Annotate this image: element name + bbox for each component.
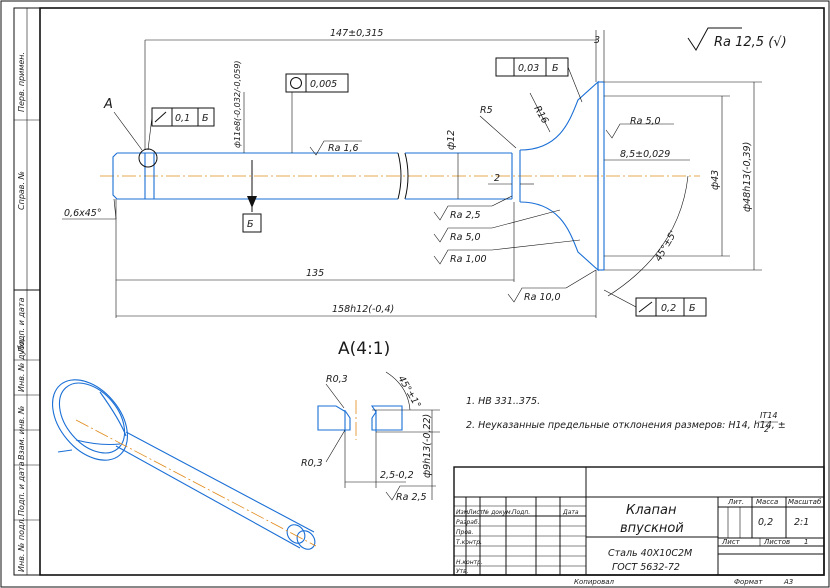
ra-2-5: Ra 2,5: [450, 210, 481, 221]
runout-datum: Б: [689, 303, 696, 314]
sheets-count: 1: [804, 538, 808, 546]
role-2: Т.контр.: [456, 539, 482, 546]
strip-label-0: Перв. примен.: [17, 52, 26, 112]
dim-3: 3: [594, 35, 600, 46]
ra-10-0: Ra 10,0: [524, 292, 561, 303]
role-1: Пров.: [456, 529, 474, 536]
part-name-1: Клапан: [626, 503, 677, 518]
note-1: 1. НВ 331..375.: [466, 396, 540, 407]
detail-diameter: ф9h13(-0,22): [422, 414, 433, 478]
flatness-datum: Б: [552, 63, 559, 74]
col-lit: Лит.: [727, 498, 744, 506]
detail-r03-top: R0,3: [326, 374, 348, 385]
strip-label-5: Подп. и дата: [17, 461, 26, 516]
strip-label-1: Справ. №: [17, 171, 26, 210]
row-izm: Изм.: [456, 509, 470, 516]
ra-face-top: Ra 5,0: [630, 116, 661, 127]
dim-147: 147±0,315: [330, 28, 383, 39]
perp-value: 0,1: [175, 113, 190, 124]
note-2: 2. Неуказанные предельные отклонения раз…: [466, 420, 786, 431]
scale-value: 2:1: [794, 517, 809, 528]
note-fraction-top: IT14: [760, 411, 777, 420]
note-fraction-bottom: 2: [764, 425, 769, 434]
general-roughness-text: Ra 12,5 (√): [714, 35, 787, 50]
format-label: Формат: [734, 578, 763, 586]
radius-r5: R5: [480, 105, 493, 116]
sheet-label: Лист: [721, 538, 741, 546]
ra-1-00: Ra 1,00: [450, 254, 487, 265]
detail-ra: Ra 2,5: [396, 492, 427, 503]
detail-r03-bottom: R0,3: [301, 458, 323, 469]
copied-label: Копировал: [574, 578, 615, 586]
role-4: Н.контр.: [456, 559, 483, 566]
dim-135: 135: [306, 268, 324, 279]
row-doc: № докум.: [482, 509, 513, 516]
datum-b-box: [242, 213, 262, 233]
valve-isometric-view: [52, 379, 317, 550]
dim-total-length: 158h12(-0,4): [332, 304, 394, 315]
row-sign: Подп.: [512, 509, 530, 516]
strip-label-6: Инв. № подл.: [17, 517, 26, 572]
detail-view-a: A(4:1) R0,3 R0,3 45°±1° ф9h13(-0,22) 2,5…: [301, 339, 440, 503]
part-name-2: впускной: [620, 521, 684, 536]
detail-length: 2,5-0,2: [380, 470, 414, 481]
row-date: Дата: [562, 509, 579, 516]
dim-angle: 45°±5': [653, 229, 679, 263]
title-block: Изм. Лист № докум. Подп. Дата Разраб. Пр…: [453, 466, 825, 586]
datum-b-label: Б: [247, 219, 254, 230]
dim-chamfer: 0,6x45°: [64, 208, 102, 219]
col-mass: Масса: [756, 498, 778, 506]
radius-r16: R16: [531, 104, 550, 126]
technical-notes: 1. НВ 331..375. 2. Неуказанные предельны…: [466, 396, 786, 434]
general-roughness-symbol: Ra 12,5 (√): [687, 27, 787, 51]
strip-label-3: Инв. № дубл.: [17, 337, 26, 392]
role-0: Разраб.: [456, 519, 480, 526]
format-value: А3: [783, 578, 793, 586]
roundness-value: 0,005: [310, 79, 337, 90]
left-side-strip: Перв. примен. Справ. № Подп. и дата Инв.…: [13, 7, 41, 576]
dim-stem-diameter: ф11e8(-0,032/-0,059): [233, 60, 242, 148]
view-letter-a: A: [103, 97, 113, 112]
material-line-2: ГОСТ 5632-72: [612, 562, 680, 573]
sheets-label: Листов: [763, 538, 790, 546]
dim-d48: ф48h13(-0,39): [742, 142, 753, 212]
dim-head-height: 8,5±0,029: [620, 149, 670, 160]
perp-datum: Б: [202, 113, 209, 124]
flatness-value: 0,03: [518, 63, 539, 74]
detail-title: A(4:1): [338, 339, 390, 359]
dim-d12: ф12: [446, 130, 457, 150]
strip-label-4: Взам. инв. №: [17, 406, 26, 460]
dim-d43: ф43: [710, 170, 721, 190]
ra-stem: Ra 1,6: [328, 143, 359, 154]
strip-label-2: Подп. и дата: [17, 297, 26, 352]
material-line-1: Сталь 40Х10С2М: [608, 548, 692, 559]
row-list: Лист: [467, 509, 484, 516]
runout-value: 0,2: [661, 303, 676, 314]
dim-neck: 2: [494, 173, 500, 184]
role-5: Утв.: [456, 568, 469, 575]
ra-5-0: Ra 5,0: [450, 232, 481, 243]
mass-value: 0,2: [758, 517, 773, 528]
col-scale: Масштаб: [788, 498, 822, 506]
valve-main-view: A 147±0,315 3 0,03 Б 0,005 0,1 Б ф11e8(-…: [62, 28, 762, 318]
